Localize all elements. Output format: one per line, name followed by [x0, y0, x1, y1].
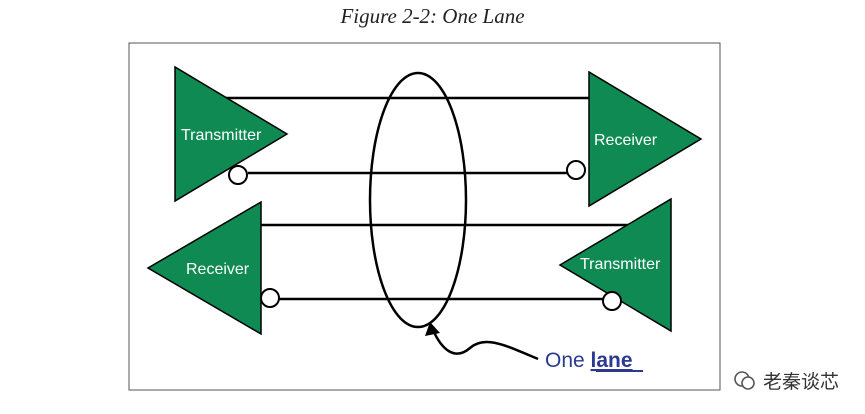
lane-label: One lane	[545, 349, 633, 372]
top-right-block-label: Receiver	[594, 132, 658, 149]
diagram-frame	[128, 42, 721, 391]
wechat-icon	[734, 370, 755, 390]
watermark: 老秦谈芯	[733, 367, 839, 394]
figure-caption: Figure 2-2: One Lane	[340, 4, 525, 28]
lane-ellipse	[368, 71, 468, 329]
top-left-block-label: Transmitter	[181, 127, 262, 144]
lane-label-emphasis: lane	[591, 349, 633, 372]
receiver-block-bottom-left	[146, 200, 262, 336]
circle-bottom-left	[260, 288, 280, 308]
transmitter-block-top-left	[174, 65, 289, 203]
circle-bottom-right	[602, 291, 622, 311]
bottom-left-block-label: Receiver	[186, 261, 250, 278]
circle-top-right	[566, 160, 586, 180]
lane-label-prefix: One	[545, 349, 591, 372]
lane-callout-arrow	[431, 329, 539, 361]
wires	[222, 96, 662, 301]
bottom-right-block-label: Transmitter	[580, 256, 661, 273]
differential-circles	[228, 160, 622, 311]
receiver-block-top-right	[588, 70, 703, 208]
callout-arrowhead	[425, 322, 440, 336]
circle-top-left	[228, 165, 248, 185]
watermark-text: 老秦谈芯	[762, 371, 839, 393]
